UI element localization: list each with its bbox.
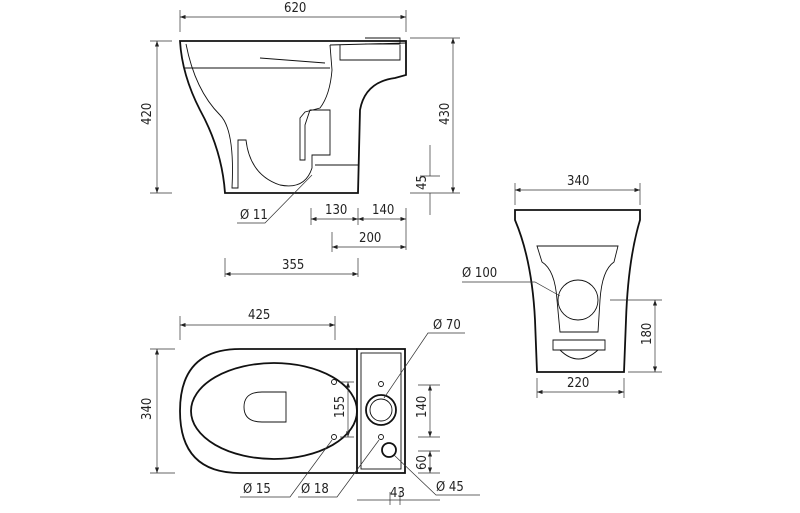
dim-outlet-height: 45 xyxy=(415,175,430,190)
side-view xyxy=(179,37,407,194)
dim-overall-length: 620 xyxy=(284,1,306,16)
dim-fixing-spacing: 155 xyxy=(333,396,348,418)
dim-355: 355 xyxy=(282,258,304,273)
dim-front-180: 180 xyxy=(640,323,655,345)
label-outlet-diameter-100: Ø 100 xyxy=(462,266,497,281)
dim-total-height: 430 xyxy=(438,103,453,125)
dim-cistern-140: 140 xyxy=(415,396,430,418)
dim-200: 200 xyxy=(359,231,381,246)
dim-top-width: 340 xyxy=(140,398,155,420)
label-cistern-hole-18: Ø 18 xyxy=(301,482,329,497)
label-fixing-hole-15: Ø 15 xyxy=(243,482,271,497)
dim-cistern-60: 60 xyxy=(415,455,430,470)
dim-bowl-length: 425 xyxy=(248,308,270,323)
label-inlet-diameter-70: Ø 70 xyxy=(433,318,461,333)
dim-front-width: 340 xyxy=(567,174,589,189)
dim-130: 130 xyxy=(325,203,347,218)
top-view-dimensions: 425 340 155 140 60 Ø 70 Ø 15 Ø 18 Ø 45 4… xyxy=(140,308,480,505)
dim-inlet-offset-43: 43 xyxy=(390,486,405,501)
label-hole-diameter-11: Ø 11 xyxy=(240,208,268,223)
label-inlet-diameter-45: Ø 45 xyxy=(436,480,464,495)
dim-rim-height: 420 xyxy=(140,103,155,125)
side-view-outline xyxy=(179,40,407,194)
top-view xyxy=(179,348,406,474)
front-view xyxy=(514,209,641,373)
dim-front-220: 220 xyxy=(567,376,589,391)
side-view-dimensions: 620 420 430 45 Ø 11 130 140 200 355 xyxy=(140,1,460,277)
dim-140: 140 xyxy=(372,203,394,218)
front-view-dimensions: 340 Ø 100 180 220 xyxy=(462,174,662,398)
